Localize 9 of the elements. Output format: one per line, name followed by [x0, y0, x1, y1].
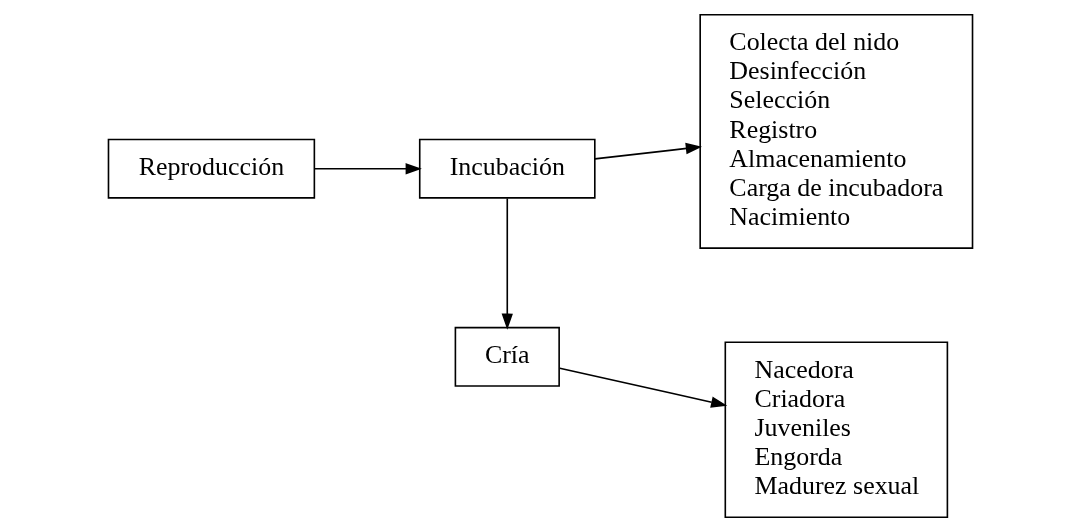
node-box: Incubación [418, 138, 596, 199]
node-box: Nacedora Criadora Juveniles Engorda Madurez sexual [724, 341, 948, 519]
arrow [501, 197, 513, 330]
arrow [593, 142, 702, 160]
node-box: Colecta del nido Desinfección Selección Registro Almacenamiento Carga de incubadora Nacimiento [698, 13, 973, 249]
arrow [313, 163, 422, 175]
node-box: Cría [454, 326, 560, 387]
node-box: Reproducción [107, 138, 315, 199]
arrow [558, 367, 727, 408]
